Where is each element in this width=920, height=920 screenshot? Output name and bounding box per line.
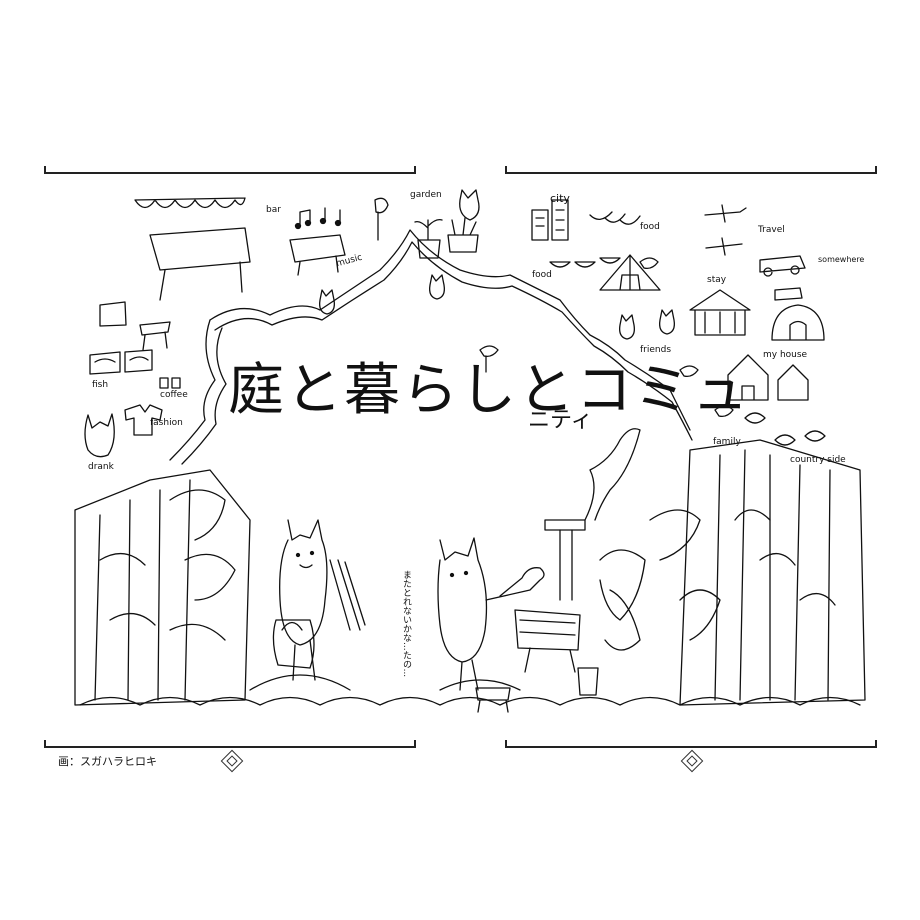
table-chairs-icon xyxy=(99,301,171,351)
pavilion-icon xyxy=(689,289,751,336)
illustrator-credit: 画：スガハラヒロキ xyxy=(58,755,157,768)
ground-line xyxy=(79,674,861,706)
bird-music-icon xyxy=(374,197,389,241)
coffee-cups-icon xyxy=(159,377,181,389)
label-somewhere: somewhere xyxy=(818,255,865,264)
tent-icon xyxy=(599,254,661,291)
shirt-icon xyxy=(124,404,163,436)
bottom-rule-left xyxy=(44,740,416,748)
bottom-rule-right xyxy=(505,740,877,748)
label-bar: bar xyxy=(266,205,281,215)
wavy-frame-left xyxy=(169,319,227,465)
cat-character-shopping-icon xyxy=(272,519,366,681)
page-title: 庭と暮らしとコミュ xyxy=(228,358,750,423)
label-travel: Travel xyxy=(758,225,785,235)
small-table-icon xyxy=(475,687,511,713)
label-country-side: country side xyxy=(790,455,846,465)
car-icon xyxy=(759,255,806,301)
music-notes-icon xyxy=(294,207,342,230)
label-food-2: food xyxy=(532,270,552,280)
label-garden: garden xyxy=(410,190,442,200)
top-rule-left xyxy=(44,166,416,174)
label-fashion: fashion xyxy=(150,418,183,428)
flower-bushes-icon xyxy=(744,412,826,446)
speech-caption: またとれないかな...たの... xyxy=(401,570,411,678)
garden-plants-icon xyxy=(414,189,480,259)
label-my-house: my house xyxy=(763,350,808,360)
label-fish: fish xyxy=(92,380,109,390)
fish-crates-icon xyxy=(89,349,153,375)
bar-awning-icon xyxy=(134,197,251,301)
label-friends: friends xyxy=(640,345,672,355)
label-stay: stay xyxy=(707,275,727,285)
label-city: city xyxy=(550,192,570,205)
label-family: family xyxy=(713,437,741,447)
food-bananas-icon xyxy=(589,211,641,225)
small-figures-icon xyxy=(319,274,675,340)
label-coffee: coffee xyxy=(160,390,188,400)
food-bowls-icon xyxy=(549,257,621,268)
piano-icon xyxy=(289,234,346,276)
my-house-icon xyxy=(727,354,809,401)
forest-left xyxy=(74,469,251,706)
top-rule-right xyxy=(505,166,877,174)
city-buildings-icon xyxy=(531,199,569,241)
airplane-icon xyxy=(704,204,747,256)
grill-smoke-icon xyxy=(514,428,641,696)
cat-character-cooking-icon xyxy=(437,537,545,691)
label-food: food xyxy=(640,222,660,232)
forest-right xyxy=(599,439,866,706)
dome-house-icon xyxy=(771,304,825,341)
cat-drinker-icon xyxy=(84,413,115,458)
label-drank: drank xyxy=(88,462,114,472)
birds-icon xyxy=(479,257,734,418)
wavy-frame-top xyxy=(209,229,693,441)
page-title-tail: ニティ xyxy=(528,408,593,433)
